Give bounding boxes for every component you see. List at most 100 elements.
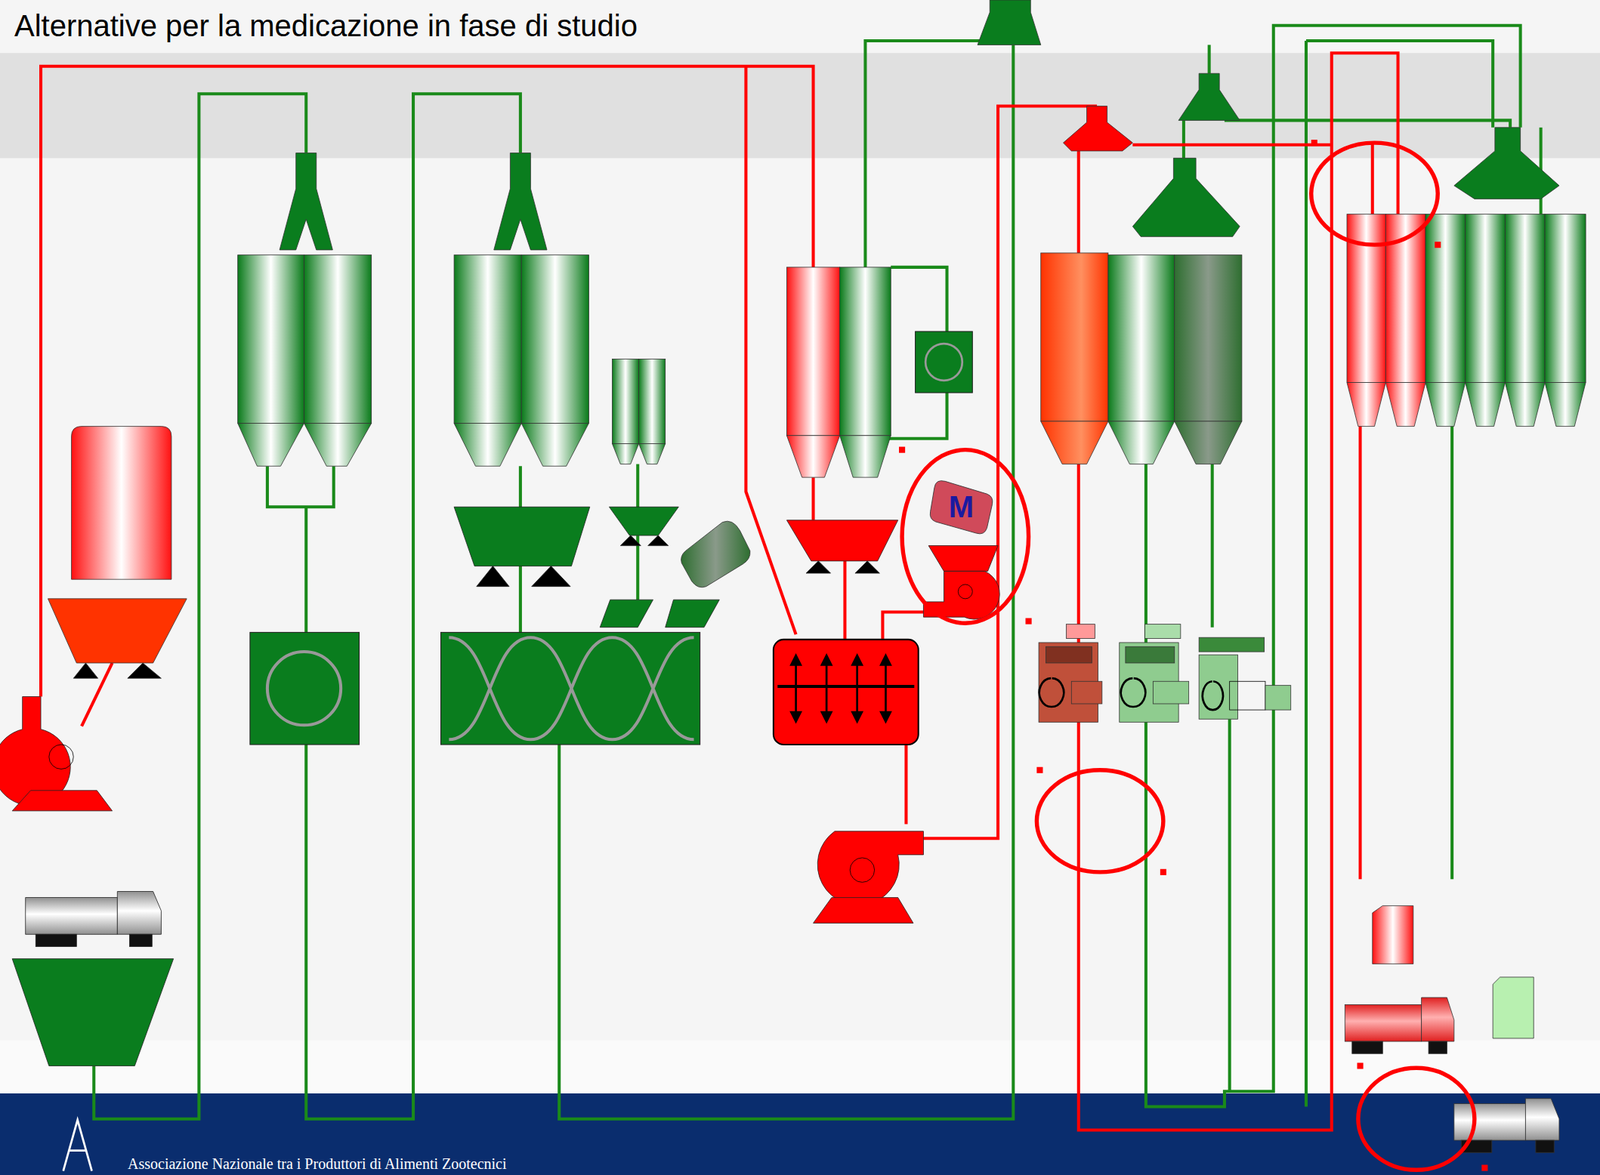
green-lines-part	[305, 93, 521, 1119]
green-lines-part	[636, 464, 640, 511]
red-mixer-part	[773, 639, 919, 745]
silo-part	[521, 255, 589, 424]
green-lines-part	[864, 40, 1011, 268]
green-lines-part	[1182, 120, 1186, 158]
marker-dot	[898, 139, 1488, 1172]
silo-part	[304, 255, 372, 424]
marker-dot-part	[1025, 618, 1032, 625]
marker-dot-part	[1434, 241, 1441, 248]
green-process-part	[925, 343, 963, 381]
red-mixer-part	[796, 657, 887, 720]
silo-part	[611, 444, 639, 465]
red-lines-part	[812, 477, 816, 521]
marker-dot-part	[898, 447, 906, 454]
red-lines-part	[904, 744, 908, 825]
loadout	[1344, 905, 1560, 1153]
highlight-circle-part	[1311, 142, 1438, 245]
silo-part	[1504, 214, 1545, 384]
pellet-mill-part	[1039, 678, 1064, 708]
background-part	[63, 1120, 93, 1172]
highlight-circle	[901, 142, 1475, 1171]
silo-part	[840, 435, 892, 478]
pellet-mill-part	[1202, 681, 1224, 711]
footer-text: Associazione Nazionale tra i Produttori …	[127, 1155, 507, 1174]
red-mixer-part	[777, 685, 915, 689]
pellet-mill-part	[1265, 685, 1292, 711]
hopper-part	[454, 506, 590, 566]
silo-part	[1108, 421, 1175, 465]
highlight-circle-part	[1036, 770, 1163, 873]
loadout-part	[1372, 905, 1414, 964]
silo	[237, 153, 1586, 479]
green-process-part	[267, 651, 341, 726]
green-process-part	[915, 331, 973, 393]
blower-part	[12, 790, 112, 812]
loadout-part	[1344, 1004, 1421, 1042]
red-lines-part	[40, 66, 814, 698]
loadout-part	[1525, 1099, 1560, 1141]
green-lines-part	[559, 44, 1014, 1119]
highlight-circle-part	[901, 450, 1029, 624]
page-title: Alternative per la medicazione in fase d…	[14, 9, 638, 44]
hopper-part	[665, 599, 720, 628]
cyclone	[977, 0, 1560, 237]
liquid-tank	[47, 426, 187, 680]
silo-part	[1425, 383, 1466, 427]
cyclone-part	[1062, 105, 1133, 151]
silo-part	[521, 423, 589, 467]
pellet-mill-part	[1125, 646, 1175, 664]
silo-part	[494, 153, 547, 251]
silo-part	[454, 423, 522, 467]
liquid-tank-part	[73, 663, 98, 679]
green-process-part	[448, 637, 694, 740]
loadout-part	[1535, 1140, 1554, 1153]
red-lines-part	[1371, 142, 1375, 215]
silo-part	[840, 267, 892, 436]
red-mixer	[773, 639, 919, 745]
silo-part	[1174, 421, 1242, 465]
pellet-mill-part	[1145, 624, 1181, 640]
hopper-part	[620, 535, 641, 547]
loadout-part	[1421, 997, 1455, 1042]
green-lines-part	[1450, 426, 1454, 881]
intake	[12, 892, 173, 1067]
hopper-part	[599, 599, 653, 628]
liquid-tank-part	[71, 426, 172, 581]
loadout-part	[1492, 977, 1534, 1039]
blower-part	[49, 744, 74, 770]
silo-part	[1108, 255, 1175, 422]
hopper-part	[608, 506, 679, 536]
pellet-mill-part	[1198, 654, 1238, 720]
hopper-part	[648, 535, 669, 547]
silo-part	[611, 358, 639, 444]
green-lines-part	[1228, 719, 1232, 1092]
loadout-part	[1352, 1041, 1384, 1054]
hopper-part	[476, 566, 510, 587]
red-lines-part	[843, 561, 847, 640]
silo-part	[1346, 383, 1386, 427]
highlight-circle-part	[1358, 1068, 1475, 1171]
cyclone-part	[977, 0, 1041, 45]
premix-bag	[681, 521, 751, 588]
green-lines-part	[267, 466, 334, 507]
green-process-part	[250, 632, 360, 745]
pellet-mill-part	[1066, 624, 1096, 640]
green-lines-part	[1224, 120, 1511, 127]
green-lines-part	[1304, 40, 1308, 1107]
green-lines-part	[890, 267, 947, 332]
silo-part	[1385, 383, 1426, 427]
red-lines-part	[1077, 151, 1081, 254]
background-part	[0, 1040, 1600, 1094]
pellet-mill-part	[1229, 681, 1266, 711]
intake-part	[117, 892, 161, 936]
green-process	[250, 331, 973, 745]
silo-part	[1425, 214, 1466, 384]
pellet-mill-part	[1046, 646, 1093, 664]
hopper-part	[531, 566, 571, 587]
hopper-part	[806, 561, 831, 574]
intake-part	[35, 934, 77, 947]
marker-dot-part	[1357, 1062, 1364, 1069]
